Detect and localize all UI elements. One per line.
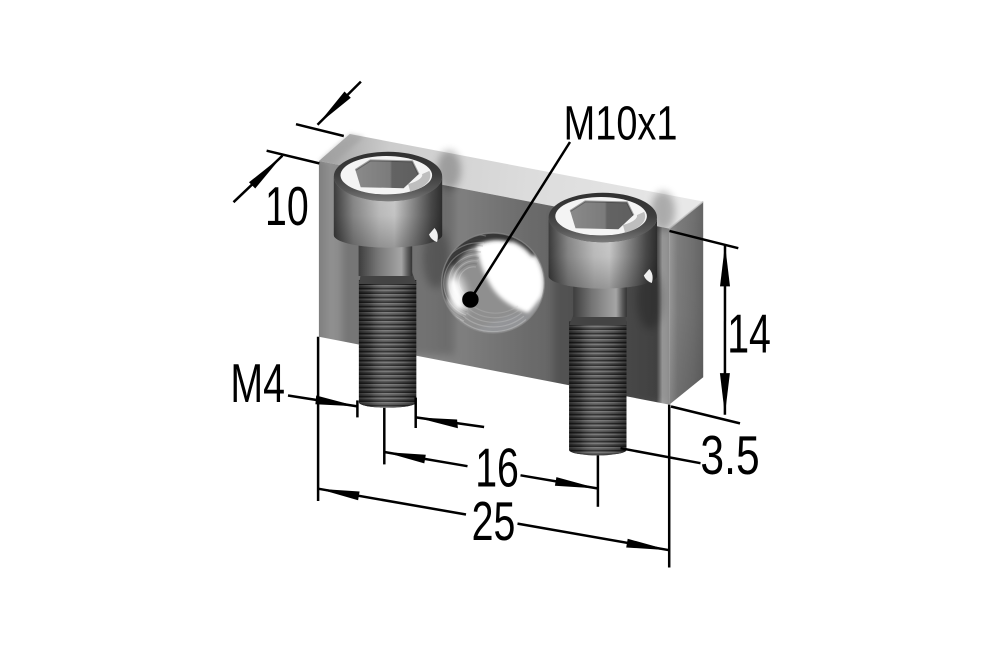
svg-text:14: 14	[727, 304, 771, 365]
svg-text:3.5: 3.5	[700, 426, 759, 486]
svg-text:10: 10	[265, 177, 309, 238]
svg-text:16: 16	[475, 438, 519, 499]
svg-text:25: 25	[472, 492, 516, 553]
svg-text:M4: M4	[230, 354, 285, 415]
svg-text:M10x1: M10x1	[564, 97, 678, 150]
